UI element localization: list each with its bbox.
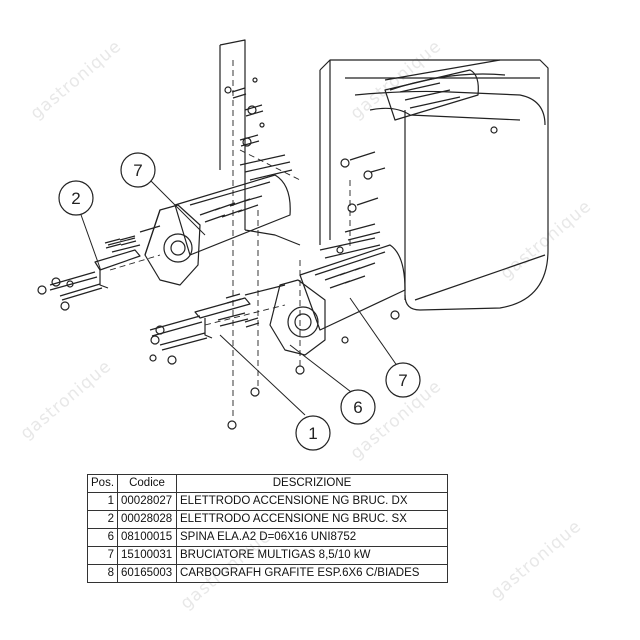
cell-description: ELETTRODO ACCENSIONE NG BRUC. SX: [176, 510, 449, 529]
cell-description: CARBOGRAFH GRAFITE ESP.6X6 C/BIADES: [176, 564, 449, 583]
cell-description: BRUCIATORE MULTIGAS 8,5/10 kW: [176, 546, 449, 565]
cell-code: 00028028: [117, 510, 178, 529]
callout-label: 7: [398, 371, 407, 390]
screws-left: [224, 77, 265, 147]
table-header-row: Pos. Codice DESCRIZIONE: [86, 474, 449, 493]
housing-left: [219, 39, 301, 246]
cell-description: SPINA ELA.A2 D=06X16 UNI8752: [176, 528, 449, 547]
cell-pos: 1: [86, 492, 119, 511]
screws-right: [340, 151, 386, 241]
cell-code: 15100031: [117, 546, 178, 565]
table-row: 2 00028028 ELETTRODO ACCENSIONE NG BRUC.…: [86, 510, 449, 529]
callout-label: 1: [308, 424, 317, 443]
exploded-view-diagram: 7 2 7 6 1: [37, 39, 549, 451]
cell-pos: 2: [86, 510, 119, 529]
callout-label: 6: [353, 398, 362, 417]
callout-label: 7: [133, 161, 142, 180]
burner-top: [384, 69, 498, 134]
callout-label: 2: [71, 189, 80, 208]
cell-pos: 6: [86, 528, 119, 547]
callout-7-right: 7: [385, 362, 421, 398]
callout-7-left: 7: [120, 152, 156, 188]
table-row: 8 60165003 CARBOGRAFH GRAFITE ESP.6X6 C/…: [86, 564, 449, 583]
column-header-code: Codice: [117, 474, 178, 493]
cell-code: 60165003: [117, 564, 178, 583]
parts-table: Pos. Codice DESCRIZIONE 1 00028027 ELETT…: [86, 474, 449, 583]
electrode-left: [37, 225, 161, 311]
cell-code: 08100015: [117, 528, 178, 547]
assembly-axes: [109, 60, 351, 420]
cell-pos: 7: [86, 546, 119, 565]
table-row: 6 08100015 SPINA ELA.A2 D=06X16 UNI8752: [86, 528, 449, 547]
cell-description: ELETTRODO ACCENSIONE NG BRUC. DX: [176, 492, 449, 511]
burner-left: [144, 154, 293, 286]
column-header-pos: Pos.: [86, 474, 119, 493]
table-row: 7 15100031 BRUCIATORE MULTIGAS 8,5/10 kW: [86, 546, 449, 565]
pins: [104, 235, 400, 430]
watermark-text: gastronique: [486, 516, 586, 604]
callout-1: 1: [295, 415, 331, 451]
leader-lines: [79, 179, 401, 416]
electrode-right: [149, 284, 286, 365]
cell-pos: 8: [86, 564, 119, 583]
table-row: 1 00028027 ELETTRODO ACCENSIONE NG BRUC.…: [86, 492, 449, 511]
callout-2: 2: [58, 180, 94, 216]
housing-right: [319, 59, 549, 311]
callout-6: 6: [340, 389, 376, 425]
burner-right: [269, 237, 406, 356]
column-header-description: DESCRIZIONE: [176, 474, 449, 493]
cell-code: 00028027: [117, 492, 178, 511]
